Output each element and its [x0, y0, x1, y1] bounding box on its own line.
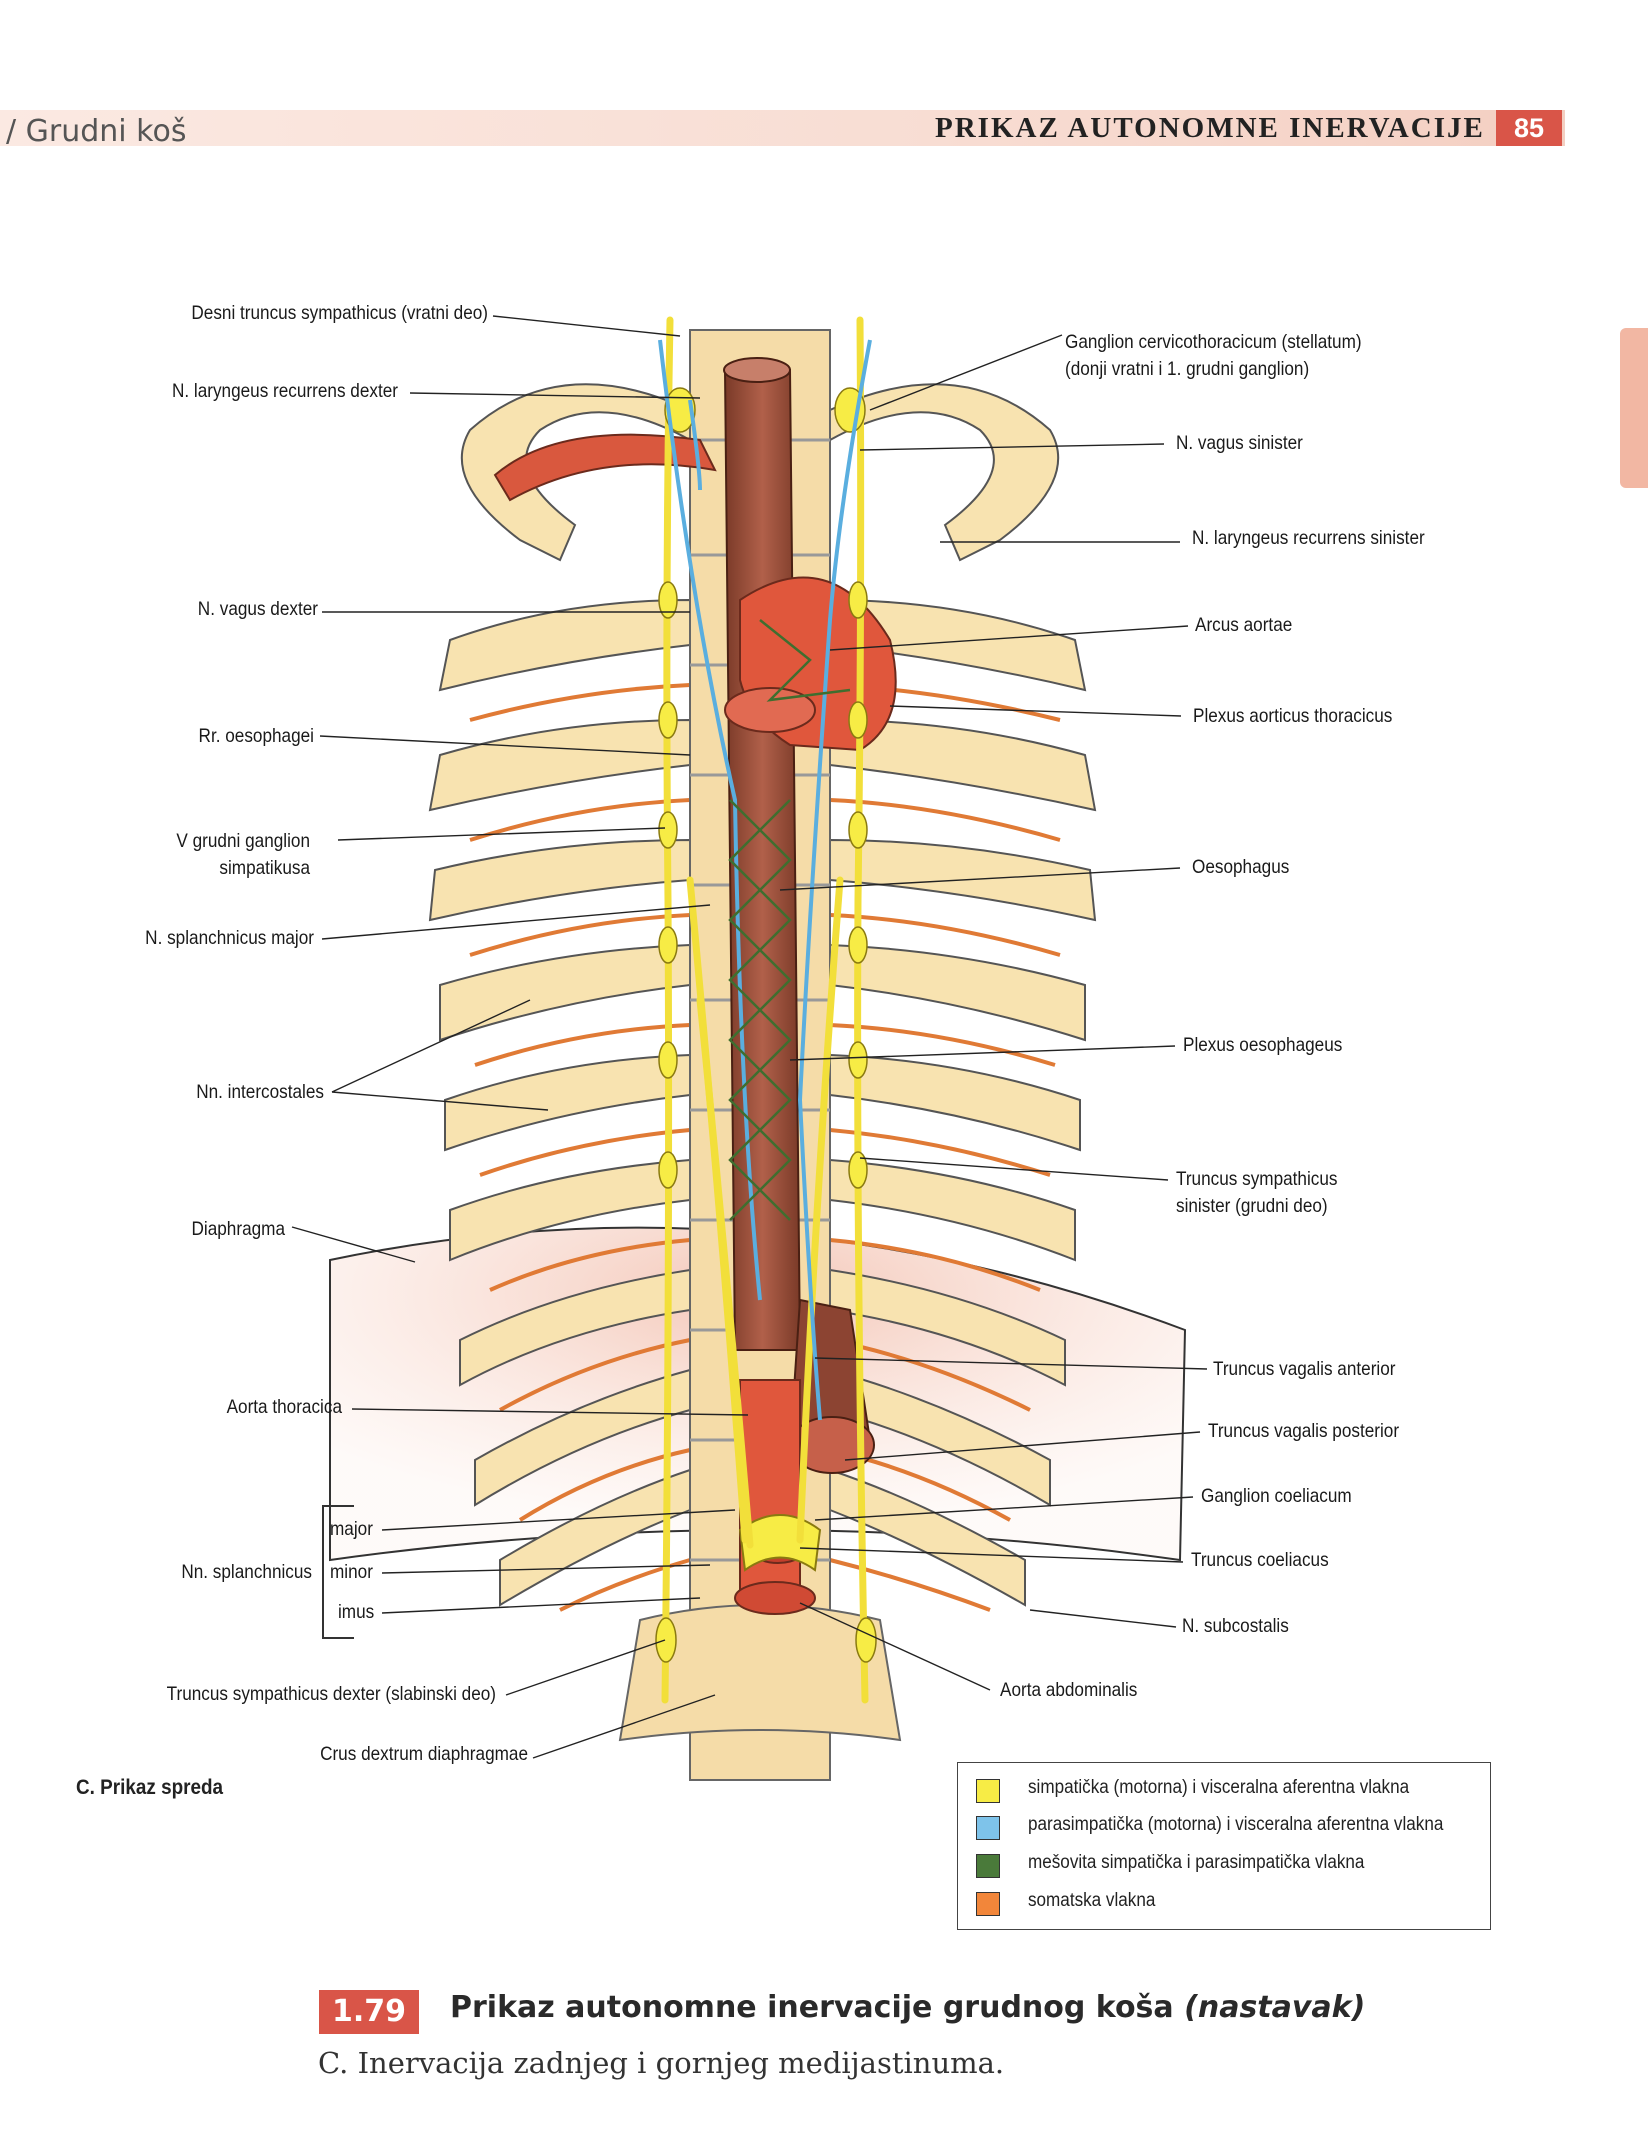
label-minor: minor: [330, 1561, 373, 1583]
ribs-right: [829, 383, 1097, 1607]
legend-text: simpatička (motorna) i visceralna aferen…: [1028, 1777, 1410, 1798]
label-v-ganglion-1: V grudni ganglion: [176, 830, 310, 852]
splanchnicus-bracket: [322, 1505, 354, 1639]
page-edge-tab: [1620, 328, 1648, 488]
label-truncus-vagalis-anterior: Truncus vagalis anterior: [1213, 1358, 1396, 1380]
label-laryngeus-recurrens-sinister: N. laryngeus recurrens sinister: [1192, 527, 1425, 549]
label-oesophagus: Oesophagus: [1192, 856, 1290, 878]
label-laryngeus-recurrens-dexter: N. laryngeus recurrens dexter: [171, 380, 398, 402]
legend-swatch: [976, 1892, 1000, 1916]
legend: simpatička (motorna) i visceralna aferen…: [957, 1762, 1491, 1930]
subclavian-artery: [493, 433, 717, 502]
label-splanchnicus-major: N. splanchnicus major: [145, 927, 314, 949]
sympathetic-ganglia: [655, 387, 877, 1663]
figure-title-text: Prikaz autonomne inervacije grudnog koša: [450, 1990, 1174, 2025]
label-aorta-thoracica: Aorta thoracica: [226, 1396, 342, 1418]
label-ganglion-coeliacum: Ganglion coeliacum: [1201, 1485, 1352, 1507]
label-diaphragma: Diaphragma: [191, 1218, 285, 1240]
label-truncus-sympathicus-sinister-1: Truncus sympathicus: [1176, 1168, 1338, 1190]
label-major: major: [330, 1518, 373, 1540]
label-truncus-sympathicus-sinister-2: sinister (grudni deo): [1176, 1195, 1328, 1217]
label-ganglion-cervicothoracicum-2: (donji vratni i 1. grudni ganglion): [1065, 358, 1310, 380]
oesophageal-plexus: [728, 619, 851, 1221]
header-band: [0, 110, 1565, 146]
label-crus-dextrum: Crus dextrum diaphragmae: [320, 1743, 528, 1765]
figure-number: 1.79: [319, 1990, 419, 2034]
label-truncus-coeliacus: Truncus coeliacus: [1191, 1549, 1329, 1571]
vagus-nerves: [658, 339, 872, 1421]
legend-swatch: [976, 1779, 1000, 1803]
legend-text: somatska vlakna: [1028, 1890, 1156, 1911]
view-label: C. Prikaz spreda: [76, 1776, 224, 1799]
label-vagus-dexter: N. vagus dexter: [197, 598, 318, 620]
label-imus: imus: [338, 1601, 375, 1623]
label-aorta-abdominalis: Aorta abdominalis: [1000, 1679, 1138, 1701]
label-truncus-sympathicus-dexter-lumbar: Truncus sympathicus dexter (slabinski de…: [166, 1683, 496, 1705]
label-vagus-sinister: N. vagus sinister: [1176, 432, 1303, 454]
label-plexus-oesophageus: Plexus oesophageus: [1183, 1034, 1343, 1056]
label-intercostales: Nn. intercostales: [196, 1081, 324, 1103]
label-truncus-vagalis-posterior: Truncus vagalis posterior: [1208, 1420, 1400, 1442]
legend-swatch: [976, 1854, 1000, 1878]
label-arcus-aortae: Arcus aortae: [1195, 614, 1293, 636]
chapter-title: / Grudni koš: [6, 114, 187, 149]
label-truncus-sympathicus-dexter-cervical: Desni truncus sympathicus (vratni deo): [191, 302, 488, 324]
figure-caption: C. Inervacija zadnjeg i gornjeg medijast…: [318, 2046, 1005, 2080]
label-n-subcostalis: N. subcostalis: [1182, 1615, 1289, 1637]
label-plexus-aorticus: Plexus aorticus thoracicus: [1193, 705, 1393, 727]
figure-title: Prikaz autonomne inervacije grudnog koša…: [450, 1990, 1365, 2025]
legend-text: parasimpatička (motorna) i visceralna af…: [1028, 1814, 1444, 1835]
label-rr-oesophagei: Rr. oesophagei: [198, 725, 314, 747]
figure-title-suffix: (nastavak): [1184, 1990, 1366, 2025]
label-nn-splanchnicus: Nn. splanchnicus: [181, 1561, 312, 1583]
ribs-left: [428, 383, 691, 1607]
page-number: 85: [1496, 110, 1562, 146]
legend-text: mešovita simpatička i parasimpatička vla…: [1028, 1852, 1365, 1873]
label-v-ganglion-2: simpatikusa: [219, 857, 310, 879]
legend-swatch: [976, 1816, 1000, 1840]
sympathetic-trunks: [661, 316, 869, 1704]
section-title: PRIKAZ AUTONOMNE INERVACIJE: [935, 112, 1485, 144]
label-ganglion-cervicothoracicum-1: Ganglion cervicothoracicum (stellatum): [1065, 331, 1362, 353]
